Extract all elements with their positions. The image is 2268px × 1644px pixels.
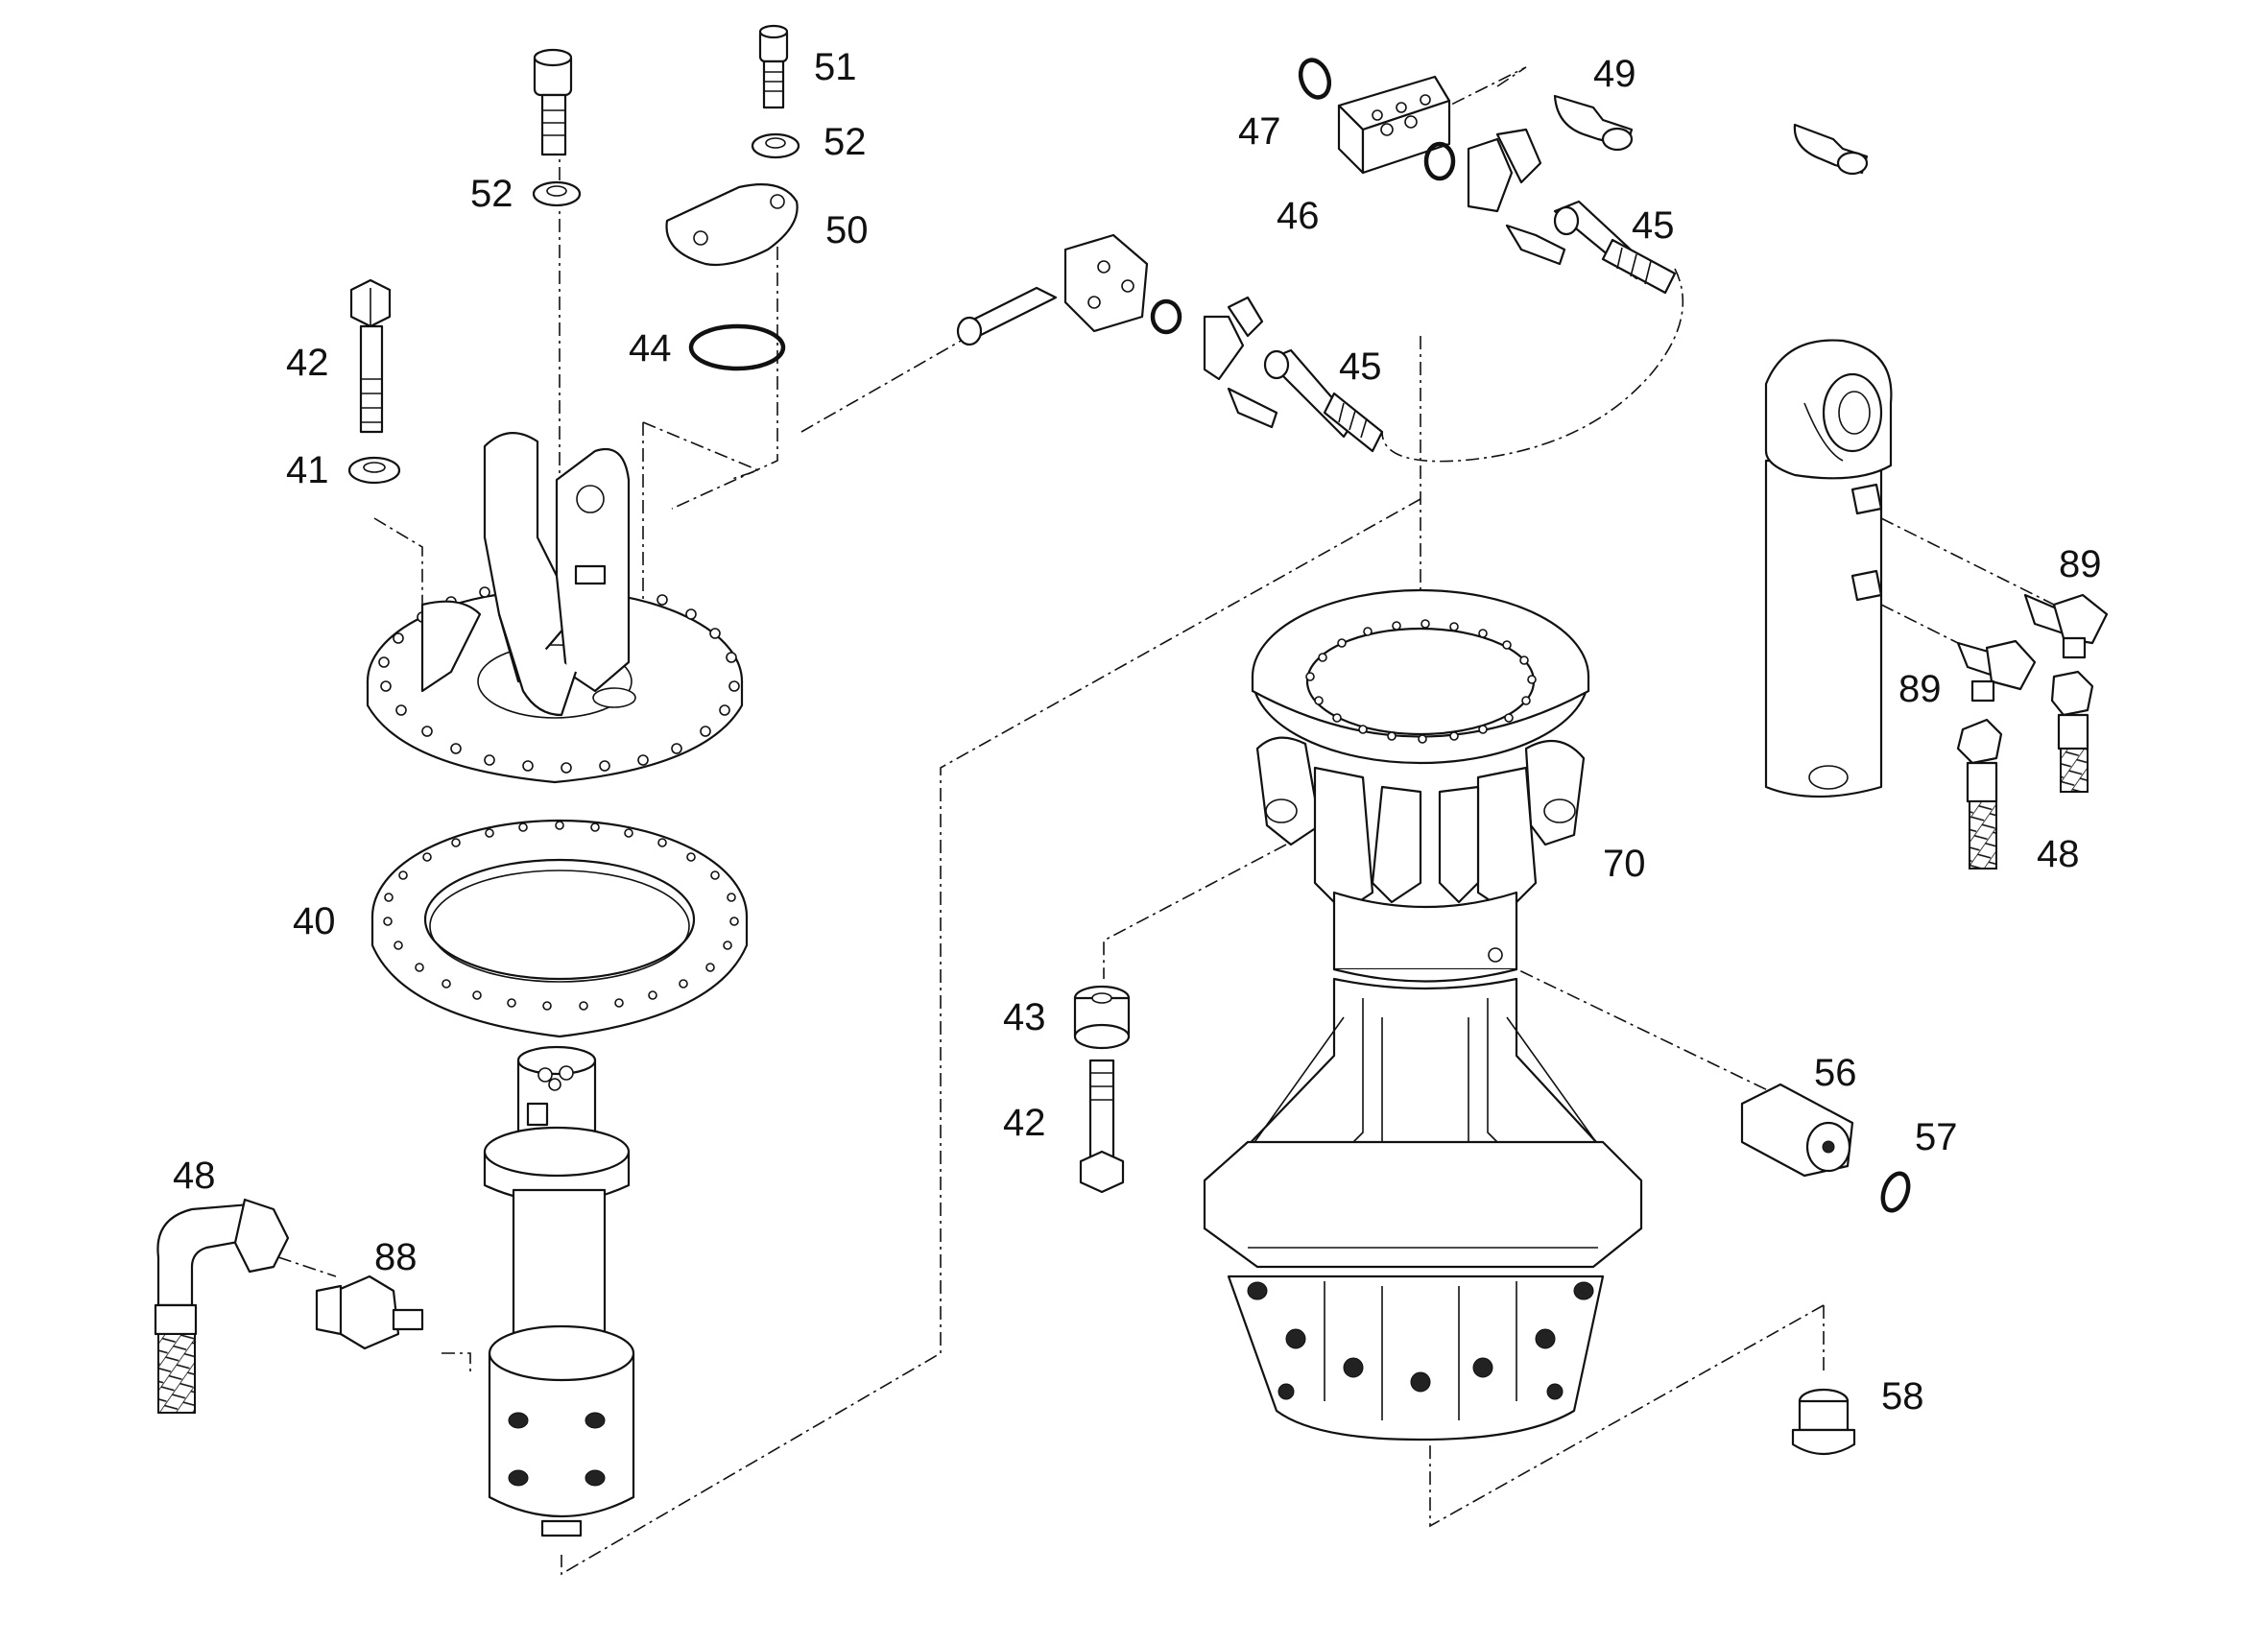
callout-46: 46 [1277, 195, 1320, 237]
callout-56: 56 [1814, 1052, 1857, 1094]
elbow-fitting-89-lower [1956, 639, 2037, 703]
screw-upper-left [533, 48, 573, 156]
callout-52-left: 52 [470, 173, 513, 215]
callout-40: 40 [293, 900, 336, 942]
callout-44: 44 [629, 327, 672, 369]
callout-45-lower: 45 [1339, 345, 1382, 388]
slewing-ring-40 [370, 819, 749, 1038]
bolt-49 [1553, 94, 1634, 152]
callout-57: 57 [1915, 1116, 1958, 1158]
bolt-42-lower [1079, 1059, 1125, 1194]
o-ring-57 [1880, 1171, 1911, 1213]
callout-89-lower: 89 [1898, 668, 1942, 710]
callout-42-upper: 42 [286, 342, 329, 384]
washer-52-lower [532, 180, 582, 207]
elbow-fitting-89-upper [2023, 593, 2109, 659]
washer-52-upper [751, 132, 800, 159]
shaft-45-upper [1423, 128, 1677, 295]
callout-41: 41 [286, 449, 329, 491]
mast-head-bracket [366, 432, 744, 784]
manifold-block-46 [1337, 75, 1451, 175]
hose-48-right-a [1956, 718, 2003, 870]
hydraulic-cylinder [1764, 339, 1893, 798]
cap-58 [1791, 1388, 1856, 1455]
callout-88: 88 [374, 1236, 418, 1278]
bolt-upper-right [1793, 123, 1869, 176]
callout-50: 50 [825, 209, 869, 251]
callout-47: 47 [1238, 110, 1281, 153]
o-ring-47 [1298, 58, 1332, 100]
o-ring-44 [688, 323, 786, 371]
plug-56 [1740, 1083, 1854, 1178]
bolt-42-upper [349, 278, 392, 434]
washer-41 [347, 456, 401, 485]
callout-49: 49 [1593, 53, 1636, 95]
callout-42-lower: 42 [1003, 1102, 1046, 1144]
callout-52-upper: 52 [824, 121, 867, 163]
cover-plate-50 [665, 183, 799, 267]
spacer-43 [1073, 985, 1131, 1050]
shaft-assembly-upper [956, 233, 1278, 429]
hose-48-right-b [2050, 670, 2094, 793]
fitting-88 [315, 1275, 424, 1350]
callout-48-right: 48 [2037, 833, 2080, 875]
callout-48-left: 48 [173, 1155, 216, 1197]
callout-43: 43 [1003, 996, 1046, 1038]
mast-column-70 [1203, 588, 1643, 1441]
shaft-45-lower [1263, 348, 1384, 453]
callout-51: 51 [814, 46, 857, 88]
callout-58: 58 [1881, 1375, 1924, 1418]
screw-51 [758, 24, 789, 109]
callout-89-upper: 89 [2059, 543, 2102, 585]
callout-45-upper: 45 [1632, 204, 1675, 247]
rotary-joint [483, 1045, 635, 1537]
hose-elbow-48-left [154, 1198, 290, 1414]
callout-70: 70 [1603, 843, 1646, 885]
